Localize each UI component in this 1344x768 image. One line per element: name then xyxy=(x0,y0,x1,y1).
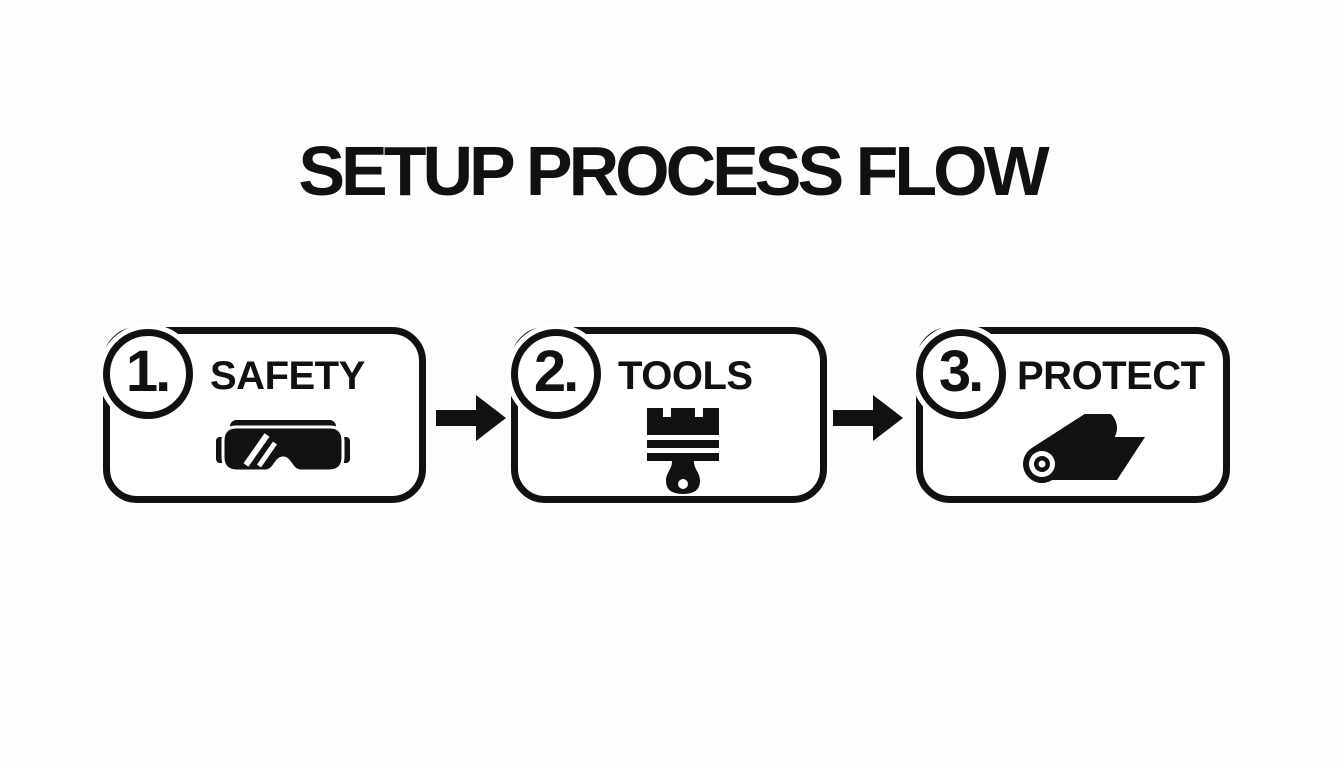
step-label: PROTECT xyxy=(1017,354,1205,398)
step-label: SAFETY xyxy=(210,354,365,398)
step-number: 1. xyxy=(125,339,171,404)
step-number: 3. xyxy=(938,339,984,404)
step-number-badge: 1. xyxy=(103,329,193,419)
drop-cloth-roll-icon xyxy=(1018,414,1148,488)
step-number-badge: 2. xyxy=(511,329,601,419)
step-box-tools: 2. TOOLS xyxy=(511,327,827,503)
safety-goggles-icon xyxy=(216,420,350,474)
diagram-title: SETUP PROCESS FLOW xyxy=(298,132,1049,210)
step-number-badge: 3. xyxy=(916,329,1006,419)
step-box-safety: 1. SAFETY xyxy=(103,327,426,503)
arrow-right-icon xyxy=(436,395,506,441)
step-number: 2. xyxy=(533,339,579,404)
step-box-protect: 3. PROTECT xyxy=(916,327,1230,503)
arrow-right-icon xyxy=(833,395,903,441)
paintbrush-icon xyxy=(645,408,721,496)
step-label: TOOLS xyxy=(618,354,753,398)
